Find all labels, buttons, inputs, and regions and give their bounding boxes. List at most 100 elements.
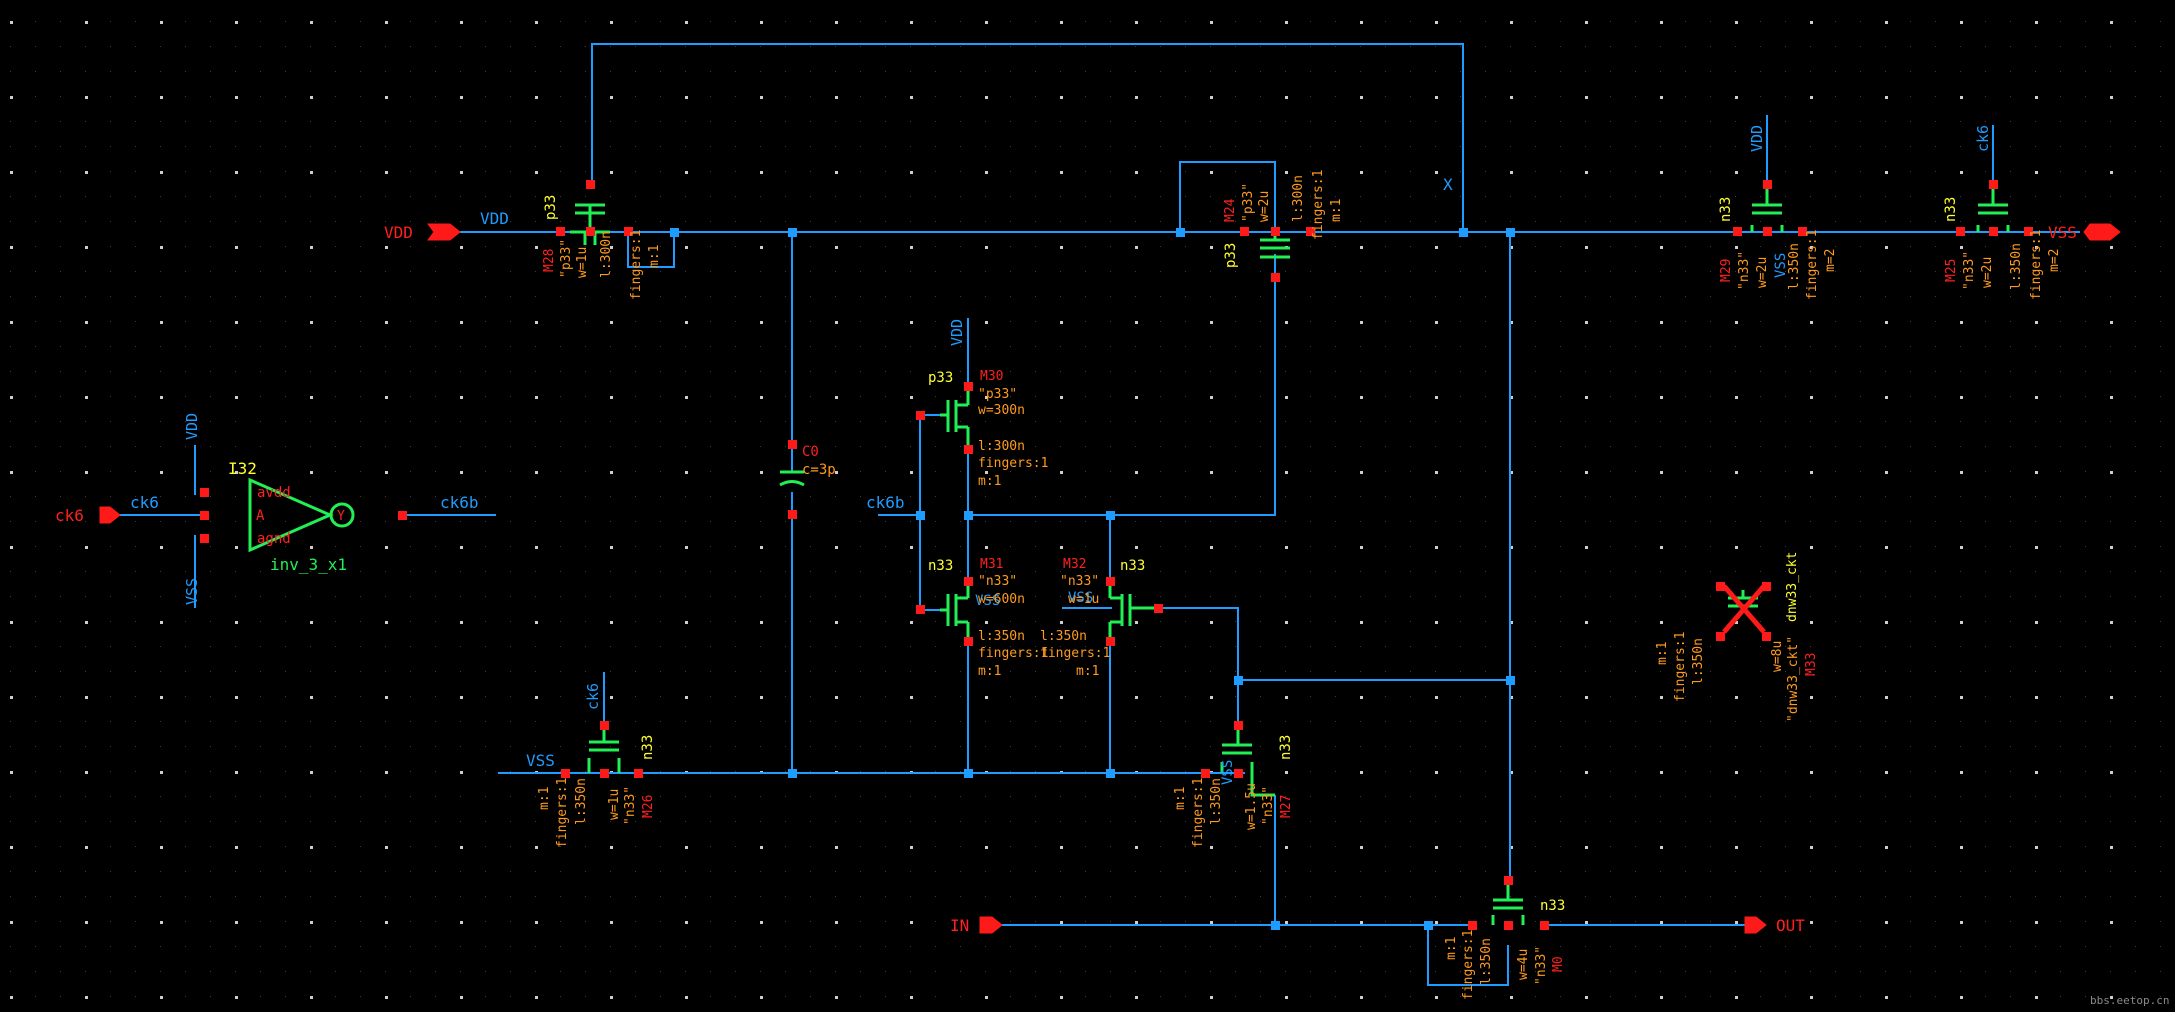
wire-m32-out [1158, 607, 1510, 681]
io-pins[interactable] [99, 223, 2121, 934]
m24-type: p33 [1223, 243, 1239, 268]
watermark: bbs.eetop.cn [2090, 994, 2169, 1007]
transistor-m32 [1108, 580, 1158, 640]
m27-model: "n33" [1261, 786, 1276, 825]
net-label-ck6-inv: ck6 [130, 493, 159, 512]
net-label-vdd-m30: VDD [948, 319, 966, 346]
capacitor-c0 [779, 470, 805, 487]
m26-type: n33 [640, 735, 656, 760]
m27-type: n33 [1278, 735, 1294, 760]
m28-l: l:300n [599, 231, 614, 278]
m32-fingers: fingers:1 [1040, 646, 1110, 661]
wire-m24-gate [1179, 161, 1276, 232]
m32-model: "n33" [1060, 574, 1099, 589]
net-label-vss-m27: VSS [1220, 760, 1236, 785]
junctions [670, 228, 1515, 930]
m33-name: M33 [1804, 653, 1819, 676]
net-label-ck6b-inv: ck6b [440, 493, 479, 512]
net-label-ck6-m25: ck6 [1974, 125, 1992, 152]
m0-w: w=4u [1516, 949, 1531, 980]
m29-m: m=2 [1823, 249, 1838, 272]
m0-l: l:350n [1479, 938, 1494, 985]
net-label-ck6b-mid: ck6b [866, 493, 905, 512]
transistor-m0 [1491, 880, 1525, 925]
m25-l: l:350n [2009, 243, 2024, 290]
inverter-pin-agnd: agnd [257, 531, 291, 547]
m25-m: m=2 [2047, 249, 2062, 272]
m31-m: m:1 [978, 664, 1001, 679]
net-label-vdd-rail: VDD [480, 209, 509, 228]
m32-name: M32 [1063, 557, 1086, 572]
m28-model: "p33" [559, 239, 574, 278]
m0-model: "n33" [1534, 946, 1549, 985]
net-label-vdd-inv: VDD [183, 413, 201, 440]
m28-m: m:1 [647, 245, 662, 268]
m29-l: l:350n [1787, 243, 1802, 290]
transistor-m29 [1750, 185, 1784, 232]
m24-l: l:300n [1291, 175, 1306, 222]
m29-type: n33 [1718, 197, 1734, 222]
m30-w: w=300n [978, 403, 1025, 418]
wire-m28-bulk [627, 232, 675, 268]
m31-name: M31 [980, 557, 1003, 572]
m24-w: w=2u [1257, 191, 1272, 222]
terminal-squares [200, 180, 2033, 930]
m31-l: l:350n [978, 629, 1025, 644]
transistor-m25 [1976, 185, 2010, 232]
pin-label-vdd: VDD [384, 223, 413, 242]
wires[interactable] [118, 43, 2080, 986]
m33-m: m:1 [1655, 642, 1670, 665]
m0-type: n33 [1540, 898, 1565, 914]
pin-label-in: IN [950, 916, 969, 935]
m32-w: w=1u [1068, 592, 1099, 607]
transistor-m31 [940, 580, 970, 640]
wire-top-loop [591, 43, 1464, 232]
pin-out-icon [1744, 916, 1767, 934]
m33-w: w=8u [1770, 641, 1785, 672]
net-label-vss-m29: VSS [1773, 253, 1789, 278]
net-label-ck6-m26: ck6 [584, 683, 602, 710]
m30-fingers: fingers:1 [978, 456, 1048, 471]
m28-name: M28 [542, 249, 557, 272]
m31-w: w=600n [978, 592, 1025, 607]
red-x-icon[interactable] [1722, 584, 1766, 634]
m30-type: p33 [928, 370, 953, 386]
capacitor-value: c=3p [802, 462, 836, 478]
m25-model: "n33" [1962, 251, 1977, 290]
inverter-cell: inv_3_x1 [270, 555, 347, 574]
m27-w: w=1.5u [1244, 783, 1259, 830]
m26-m: m:1 [537, 787, 552, 810]
m31-fingers: fingers:1 [978, 646, 1048, 661]
inverter-pin-a: A [256, 508, 265, 524]
pin-label-ck6: ck6 [55, 506, 84, 525]
m29-fingers: fingers:1 [1805, 230, 1820, 300]
m25-name: M25 [1944, 259, 1959, 282]
m28-type: p33 [543, 195, 559, 220]
m27-fingers: fingers:1 [1191, 778, 1206, 848]
m26-fingers: fingers:1 [555, 778, 570, 848]
m27-name: M27 [1279, 795, 1294, 818]
m33-model: "dnw33_ckt" [1786, 636, 1801, 722]
m32-m: m:1 [1076, 664, 1099, 679]
m0-fingers: fingers:1 [1461, 930, 1476, 1000]
net-label-vdd-m29: VDD [1748, 125, 1766, 152]
m25-type: n33 [1943, 197, 1959, 222]
inverter-name: I32 [228, 459, 257, 478]
m27-m: m:1 [1173, 787, 1188, 810]
m32-type: n33 [1120, 558, 1145, 574]
net-label-vss-m31: VSS [975, 593, 1000, 609]
devices[interactable] [248, 185, 2010, 925]
net-label-vss-inv: VSS [183, 578, 201, 605]
pin-vdd-icon [427, 223, 461, 241]
m30-model: "p33" [978, 387, 1017, 402]
m24-name: M24 [1223, 198, 1238, 222]
m30-m: m:1 [978, 474, 1001, 489]
net-label-x: X [1443, 175, 1453, 194]
m26-name: M26 [641, 795, 656, 818]
transistor-m24 [1260, 232, 1290, 259]
transistor-m26 [587, 725, 621, 773]
m30-l: l:300n [978, 439, 1025, 454]
pin-in-icon [979, 916, 1003, 934]
m24-m: m:1 [1329, 199, 1344, 222]
